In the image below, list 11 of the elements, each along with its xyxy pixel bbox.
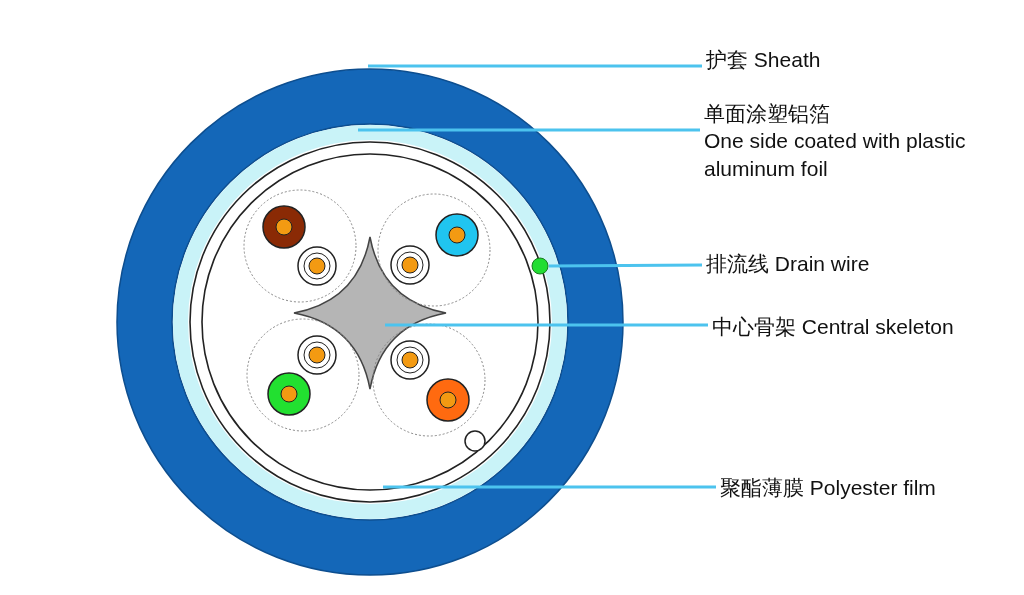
part-label: 排流线 Drain wire — [706, 251, 871, 277]
part-label: 单面涂塑铝箔 — [704, 101, 831, 127]
part-label: 聚酯薄膜 Polyester film — [720, 475, 937, 501]
leader-line — [549, 263, 702, 268]
leader-line — [383, 485, 716, 489]
leader-line — [358, 128, 700, 132]
leader-line — [385, 323, 708, 327]
part-label: 中心骨架 Central skeleton — [712, 314, 955, 340]
leader-line — [368, 64, 702, 68]
part-label: 护套 Sheath — [706, 47, 822, 73]
part-label: One side coated with plastic aluminum foil — [704, 128, 967, 182]
